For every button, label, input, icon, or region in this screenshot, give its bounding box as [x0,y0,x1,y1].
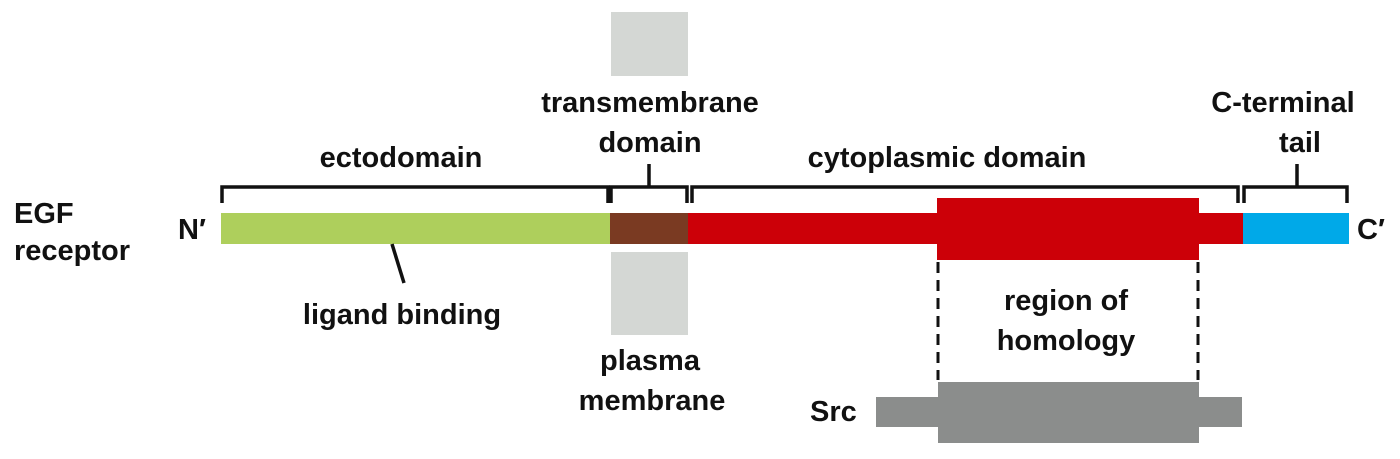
src-label: Src [810,396,857,428]
c-terminal-tail-segment [1243,213,1349,244]
plasma-membrane-lower [611,252,688,335]
plasma-membrane-upper [611,12,688,76]
ectodomain-bracket [220,185,610,203]
ligand-binding-label: ligand binding [303,299,501,331]
c-tail-bracket [1242,164,1349,203]
protein-name-line2: receptor [14,235,130,267]
c-tail-label-line2: tail [1279,127,1321,159]
c-tail-label-line1: C-terminal [1211,87,1354,119]
transmembrane-segment [610,213,688,244]
c-terminus-label: C′ [1357,214,1385,246]
src-homology-block [938,382,1199,443]
plasma-membrane-label-line1: plasma [600,345,701,377]
ectodomain-segment [221,213,610,244]
homology-label-line2: homology [997,325,1136,357]
ligand-binding-pointer [390,243,406,284]
cytoplasmic-bracket [690,185,1240,203]
transmembrane-label-line1: transmembrane [541,87,759,119]
ectodomain-label: ectodomain [320,142,483,174]
homology-label-line1: region of [1004,285,1128,317]
transmembrane-bracket [609,164,689,203]
plasma-membrane-label-line2: membrane [579,385,726,417]
n-terminus-label: N′ [178,214,206,246]
kinase-homology-block [937,198,1199,260]
protein-name-line1: EGF [14,198,74,230]
cytoplasmic-label: cytoplasmic domain [808,142,1087,174]
transmembrane-label-line2: domain [598,127,701,159]
